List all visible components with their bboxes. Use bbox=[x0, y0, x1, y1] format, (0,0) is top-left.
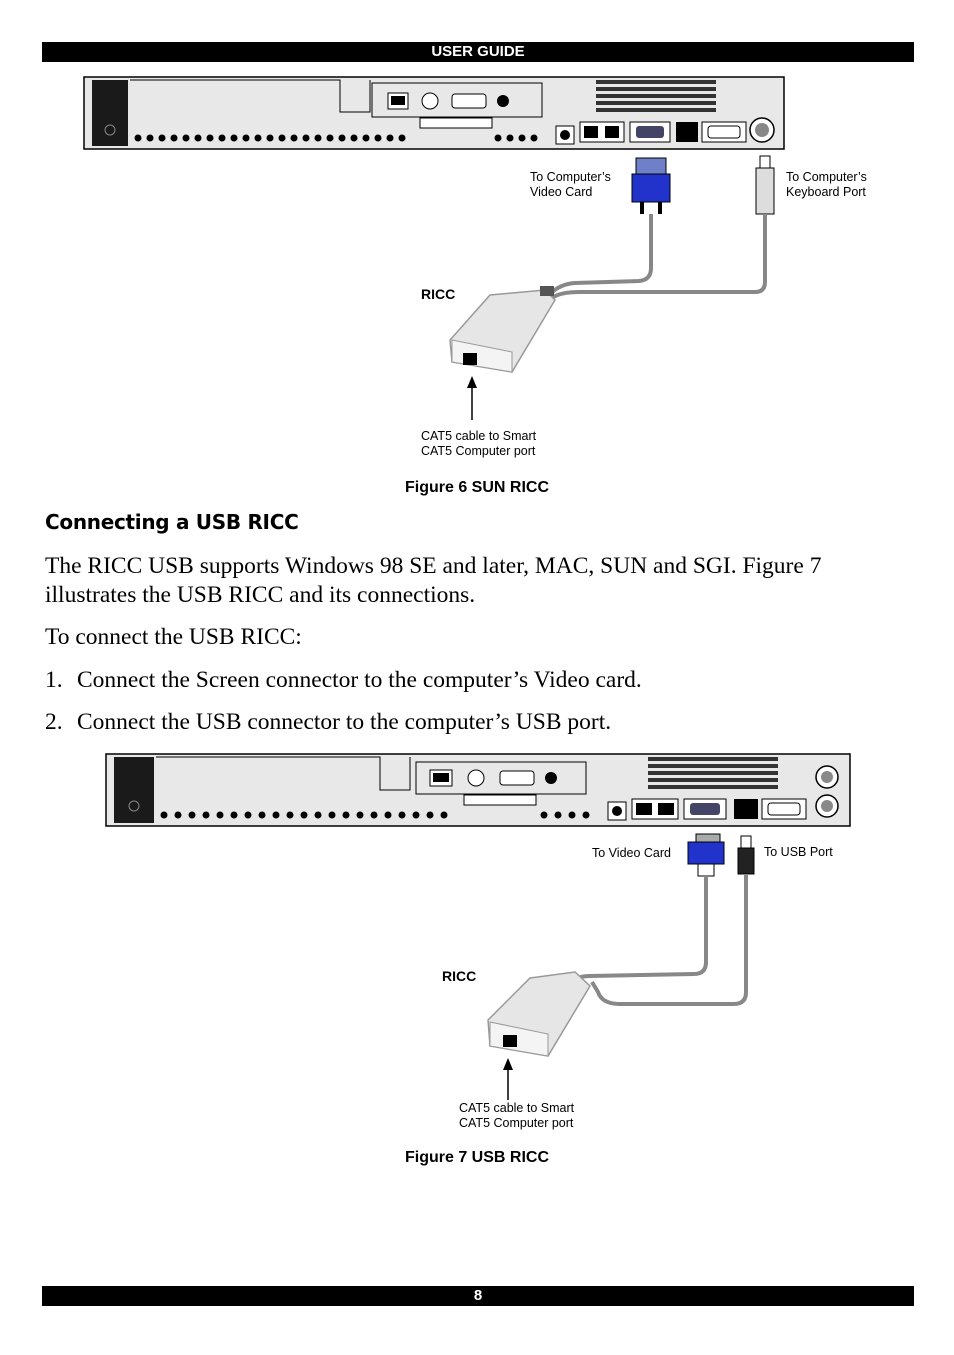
kvm-switch-rear-panel bbox=[83, 76, 785, 150]
label-line: CAT5 Computer port bbox=[459, 1116, 574, 1130]
figure-6-diagram bbox=[83, 76, 785, 420]
ps2-connector-icon bbox=[755, 155, 775, 215]
label-line: Video Card bbox=[530, 185, 593, 199]
chassis-dot-row bbox=[134, 134, 538, 142]
label-ricc: RICC bbox=[421, 286, 456, 302]
intro-paragraph: The RICC USB supports Windows 98 SE and … bbox=[45, 553, 822, 608]
figure-7-caption: Figure 7 USB RICC bbox=[404, 1149, 549, 1166]
vga-connector-icon bbox=[631, 157, 671, 214]
label-video-card: To Computer’s Video Card bbox=[530, 170, 611, 200]
label-line: CAT5 cable to Smart bbox=[421, 429, 537, 443]
step-text: Connect the USB connector to the compute… bbox=[77, 709, 612, 735]
vga-connector-icon bbox=[687, 833, 725, 877]
label-usb-port: To USB Port bbox=[764, 845, 833, 859]
label-line: CAT5 Computer port bbox=[421, 444, 536, 458]
label-line: CAT5 cable to Smart bbox=[459, 1101, 575, 1115]
label-video-card: To Video Card bbox=[592, 846, 671, 860]
label-keyboard-port: To Computer’s Keyboard Port bbox=[786, 170, 867, 200]
kvm-switch-rear-panel bbox=[105, 753, 851, 827]
label-cat5: CAT5 cable to Smart CAT5 Computer port bbox=[459, 1101, 574, 1131]
page-footer: 8 bbox=[42, 1286, 914, 1306]
lead-paragraph: To connect the USB RICC: bbox=[45, 624, 302, 650]
chassis-dot-row bbox=[160, 811, 590, 819]
figure-7-diagram bbox=[105, 753, 851, 1100]
step-number: 2. bbox=[45, 709, 63, 735]
step-item: 2. Connect the USB connector to the compu… bbox=[45, 708, 611, 737]
step-item: 1. Connect the Screen connector to the co… bbox=[45, 666, 642, 695]
step-text: Connect the Screen connector to the comp… bbox=[77, 667, 642, 693]
step-number: 1. bbox=[45, 667, 63, 693]
ricc-adapter bbox=[449, 286, 556, 373]
page-header: USER GUIDE bbox=[42, 42, 914, 62]
label-cat5: CAT5 cable to Smart CAT5 Computer port bbox=[421, 429, 536, 459]
figure-6-caption: Figure 6 SUN RICC bbox=[404, 479, 549, 496]
section-heading: Connecting a USB RICC bbox=[45, 510, 299, 534]
label-line: To Computer’s bbox=[530, 170, 611, 184]
label-ricc: RICC bbox=[442, 968, 477, 984]
usb-connector-icon bbox=[737, 835, 755, 875]
label-line: To Computer’s bbox=[786, 170, 867, 184]
label-line: Keyboard Port bbox=[786, 185, 866, 199]
ricc-adapter bbox=[487, 971, 591, 1057]
